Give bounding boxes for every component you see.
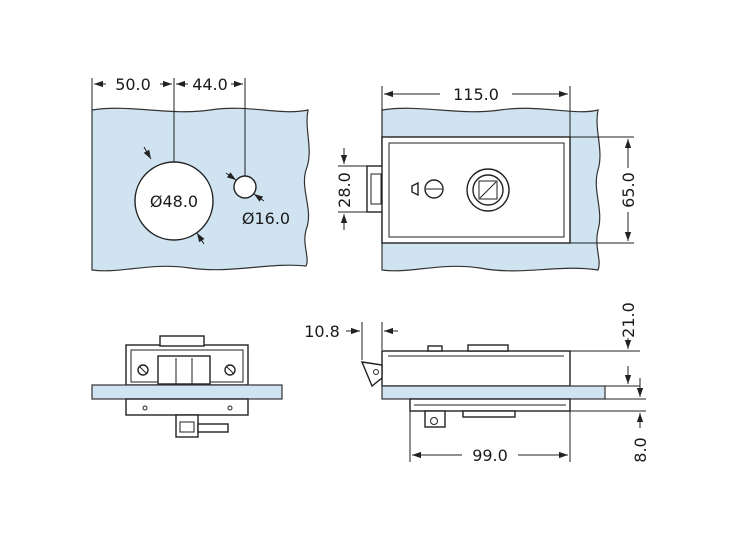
dim-length: 99.0	[472, 446, 508, 465]
end-cylinder-inner	[179, 421, 195, 433]
hole-dot	[227, 405, 233, 411]
hole-small	[233, 175, 257, 199]
dim-width: 115.0	[453, 85, 499, 104]
end-latch-top	[159, 335, 205, 347]
dim-offset: 10.8	[304, 322, 340, 341]
dim-body-height: 28.0	[335, 172, 354, 208]
dim-height: 65.0	[619, 172, 638, 208]
dia-small-label: Ø16.0	[242, 209, 290, 228]
side-top-stud-small	[427, 345, 443, 352]
dim-arrow	[253, 193, 265, 202]
cylinder-key-slot	[478, 180, 498, 200]
side-tab-hole	[373, 369, 379, 375]
end-knob	[197, 423, 229, 433]
end-cylinder	[175, 414, 199, 438]
end-glass	[91, 384, 283, 400]
hole-dot	[142, 405, 148, 411]
lock-front-view: 115.0 28.0 65.0	[335, 85, 638, 272]
dim-bottom: 8.0	[631, 437, 650, 462]
side-bottom-stud	[462, 410, 516, 418]
dia-large-label: Ø48.0	[150, 192, 198, 211]
latch-tab-inner	[370, 173, 382, 205]
side-bottom-hole	[430, 417, 438, 425]
side-bottom-tab	[424, 410, 446, 428]
dim-arrow	[196, 232, 205, 245]
end-housing-bottom	[125, 398, 249, 416]
end-latch-block	[157, 355, 211, 385]
knob-pointer	[411, 181, 419, 197]
lock-housing-inner	[388, 142, 565, 238]
lock-side-view: 10.8 21.0 8.0 99.0	[304, 302, 650, 465]
dim-top: 21.0	[619, 302, 638, 338]
side-glass	[381, 385, 606, 400]
screw-slot	[225, 365, 235, 375]
side-angle-tab	[360, 361, 383, 388]
glass-holes-view: 50.0 44.0 Ø48.0 Ø16.0	[91, 75, 310, 272]
screw-slot	[138, 365, 148, 375]
dim-hole1-offset: 50.0	[115, 75, 151, 94]
side-top-stud	[467, 344, 509, 352]
cylinder-key-line	[479, 181, 497, 199]
dim-hole-spacing: 44.0	[192, 75, 228, 94]
lock-end-view	[91, 335, 283, 438]
dim-arrow	[225, 172, 237, 181]
dim-arrow	[143, 146, 152, 160]
side-housing-top	[381, 350, 571, 387]
